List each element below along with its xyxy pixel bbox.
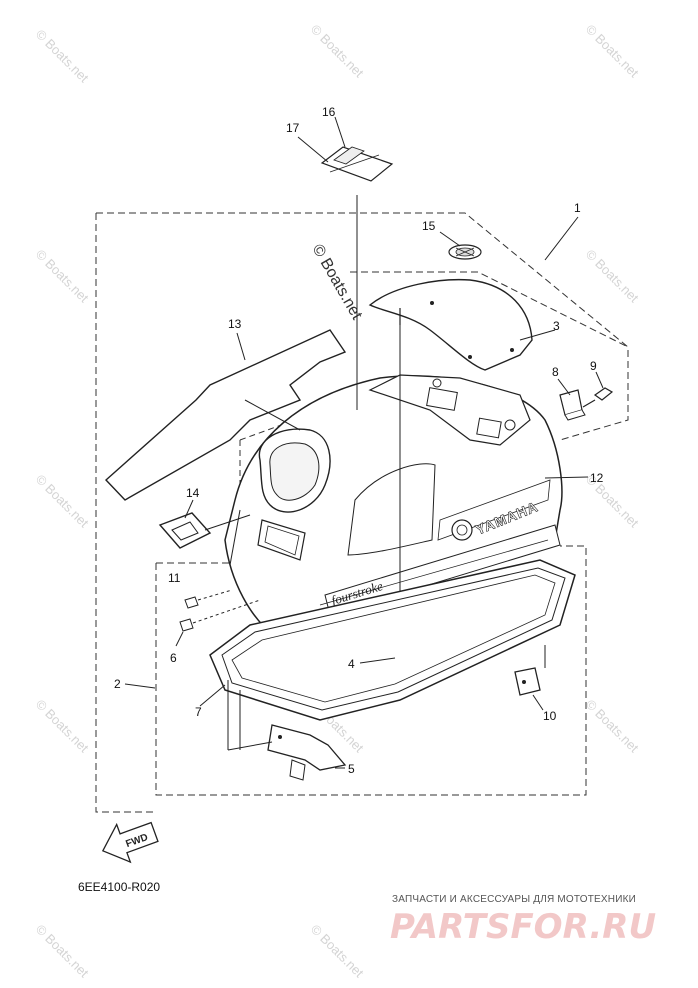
callout-13: 13 [228, 317, 242, 331]
watermark: © Boats.net [33, 472, 92, 531]
watermark: © Boats.net [308, 22, 367, 81]
callout-1: 1 [574, 201, 581, 215]
callout-6: 6 [170, 651, 177, 665]
clip-10 [514, 667, 541, 696]
grommet-14 [158, 512, 212, 549]
callout-15: 15 [422, 219, 436, 233]
rubber-seal-7 [209, 559, 576, 721]
watermark: © Boats.net [33, 697, 92, 756]
seal-strip-13 [104, 329, 347, 501]
callout-7: 7 [195, 705, 202, 719]
leader-lines [124, 116, 604, 769]
callout-3: 3 [553, 319, 560, 333]
screw-6 [179, 599, 261, 632]
top-cowling-frame [350, 271, 629, 348]
watermark: © Boats.net [33, 27, 92, 86]
top-cowling: YAMAHA fourstroke [224, 374, 563, 641]
screw-11 [184, 589, 233, 609]
callout-9: 9 [590, 359, 597, 373]
emblem-15 [448, 244, 482, 260]
watermark: © Boats.net [33, 922, 92, 981]
watermark: © Boats.net [583, 247, 642, 306]
bracket-8 [559, 389, 586, 421]
shop-logo-text: PARTSFOR.RU [390, 907, 656, 947]
watermark: © Boats.net [33, 247, 92, 306]
callout-14: 14 [186, 486, 200, 500]
callout-5: 5 [348, 762, 355, 776]
diagram-reference-code: 6EE4100-R020 [78, 880, 161, 894]
watermark: © Boats.net [583, 697, 642, 756]
shop-caption: ЗАПЧАСТИ И АКСЕССУАРЫ ДЛЯ МОТОТЕХНИКИ [392, 894, 637, 905]
callout-16: 16 [322, 105, 336, 119]
callout-17: 17 [286, 121, 300, 135]
callout-4: 4 [348, 657, 355, 671]
callout-8: 8 [552, 365, 559, 379]
screw-9 [582, 387, 614, 408]
callout-labels: 16 17 1 15 3 13 8 9 12 14 11 6 4 2 7 10 … [114, 105, 604, 776]
watermark: © Boats.net [308, 922, 367, 981]
label-sheet-17 [320, 146, 394, 182]
callout-2: 2 [114, 677, 121, 691]
callout-10: 10 [543, 709, 557, 723]
assembly-1-frame [95, 212, 629, 813]
bracket-5 [267, 724, 347, 781]
watermark: © Boats.net [583, 22, 642, 81]
fwd-arrow-icon: FWD [101, 821, 159, 864]
callout-12: 12 [590, 471, 604, 485]
top-cover-3 [368, 278, 533, 371]
callout-11: 11 [168, 571, 181, 585]
shop-logo: PARTSFOR.RU [390, 907, 656, 947]
